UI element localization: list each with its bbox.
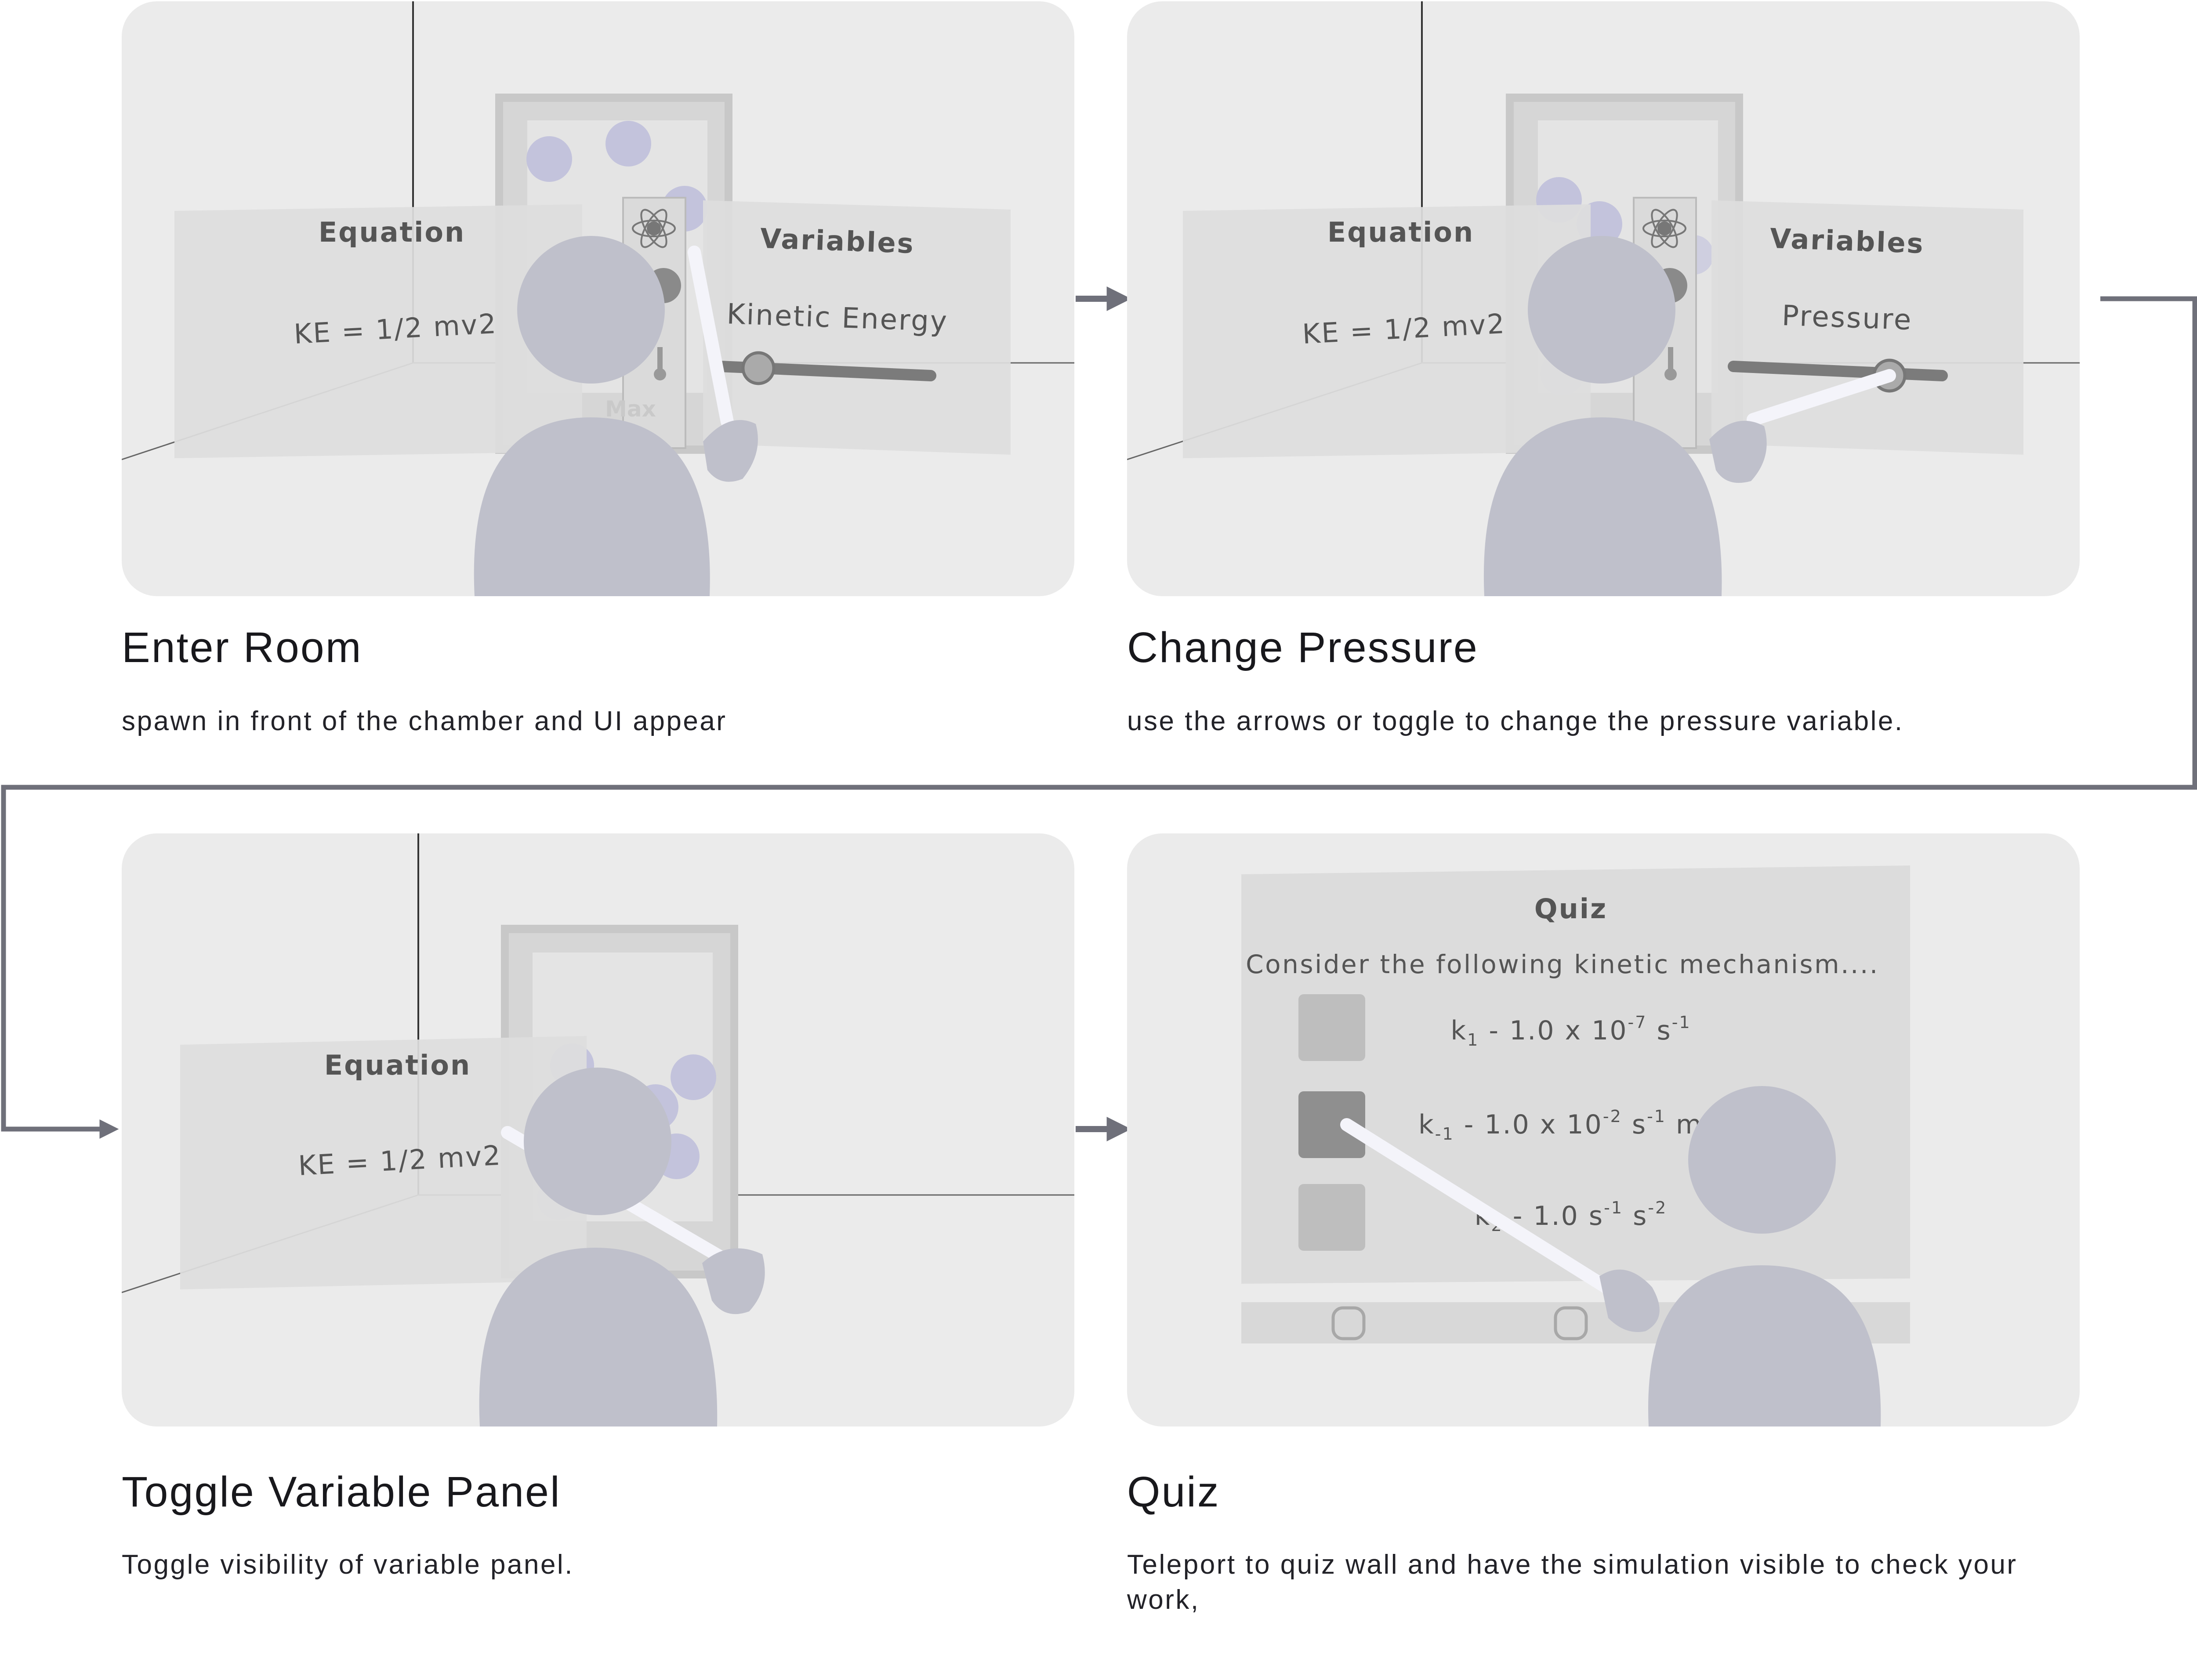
quiz-prompt: Consider the following kinetic mechanism… xyxy=(1246,949,1879,979)
atom-icon xyxy=(632,209,676,248)
answer-option-1[interactable]: k1 - 1.0 x 10-7 s-1 xyxy=(1450,1013,1691,1050)
avatar-body xyxy=(1648,1265,1881,1427)
thermometer-icon xyxy=(1664,347,1677,380)
variables-label: Variables xyxy=(1769,222,1925,260)
answer-checkbox-2[interactable] xyxy=(1298,1091,1365,1158)
step-title-toggle-variable-panel: Toggle Variable Panel xyxy=(122,1468,561,1516)
equation-panel: Equation KE = 1/2 mv2 xyxy=(180,1036,587,1289)
variable-name: Pressure xyxy=(1781,300,1913,337)
connector-2-to-3 xyxy=(1,296,2197,1139)
nav-button-left[interactable] xyxy=(1331,1306,1366,1340)
variables-label: Variables xyxy=(760,222,915,260)
max-label: Max xyxy=(605,396,656,422)
answer-checkbox-1[interactable] xyxy=(1298,994,1365,1061)
user-avatar xyxy=(479,1068,765,1427)
pointer-ray xyxy=(688,246,734,428)
answer-checkbox-3[interactable] xyxy=(1298,1184,1365,1251)
pointer-ray xyxy=(1747,369,1896,426)
variable-slider-handle[interactable] xyxy=(741,351,776,385)
controller-hand xyxy=(702,1248,765,1314)
step-description-quiz: Teleport to quiz wall and have the simul… xyxy=(1127,1550,2018,1615)
variables-panel: Variables Kinetic Energy xyxy=(703,200,1011,455)
step-description-enter-room: spawn in front of the chamber and UI app… xyxy=(122,706,727,736)
answer-option-2[interactable]: k-1 - 1.0 x 10-2 s-1 m xyxy=(1418,1107,1703,1144)
storyboard-panel-change-pressure: Equation KE = 1/2 mv2 Variables Pressure xyxy=(1127,1,2080,596)
equation-label: Equation xyxy=(1327,216,1474,248)
controller-hand xyxy=(703,420,758,482)
flow-connectors xyxy=(1,286,2197,1141)
step-title-quiz: Quiz xyxy=(1127,1468,1220,1516)
controller-hand xyxy=(1599,1269,1660,1332)
user-avatar xyxy=(474,236,758,596)
step-title-change-pressure: Change Pressure xyxy=(1127,623,1479,671)
avatar-head xyxy=(517,236,665,384)
equation-label: Equation xyxy=(319,216,465,248)
molecule xyxy=(671,1054,716,1100)
controller-hand xyxy=(1709,420,1767,483)
avatar-body xyxy=(479,1248,718,1427)
variable-slider-track[interactable] xyxy=(1728,361,1948,381)
variables-panel: Variables Pressure xyxy=(1711,200,2023,455)
avatar-head xyxy=(1688,1086,1836,1234)
storyboard-panel-quiz: Quiz Consider the following kinetic mech… xyxy=(1127,833,2080,1427)
variable-name: Kinetic Energy xyxy=(726,298,949,338)
user-avatar xyxy=(1483,236,1896,596)
equation-panel: Equation KE = 1/2 mv2 xyxy=(1183,204,1591,458)
molecule xyxy=(526,136,572,182)
equation-label: Equation xyxy=(324,1049,471,1081)
molecule xyxy=(605,121,651,167)
pointer-ray xyxy=(1340,1118,1632,1306)
storyboard-panel-enter-room: Max Equation KE = 1/2 mv2 Variables Kine… xyxy=(122,1,1074,596)
step-title-enter-room: Enter Room xyxy=(122,623,363,671)
step-description-toggle-variable-panel: Toggle visibility of variable panel. xyxy=(122,1550,574,1580)
quiz-title: Quiz xyxy=(1534,893,1607,925)
equation-panel: Equation KE = 1/2 mv2 xyxy=(174,204,582,458)
avatar-body xyxy=(1483,417,1722,596)
storyboard-panel-toggle-variable-panel: Equation KE = 1/2 mv2 xyxy=(122,833,1074,1427)
avatar-head xyxy=(1528,236,1675,384)
nav-button-right[interactable] xyxy=(1554,1306,1588,1340)
atom-icon xyxy=(1642,209,1686,248)
thermometer-icon xyxy=(654,347,666,380)
step-description-change-pressure: use the arrows or toggle to change the p… xyxy=(1127,706,1904,736)
avatar-head xyxy=(524,1068,671,1215)
user-avatar xyxy=(1340,1086,1881,1427)
avatar-body xyxy=(474,417,710,596)
